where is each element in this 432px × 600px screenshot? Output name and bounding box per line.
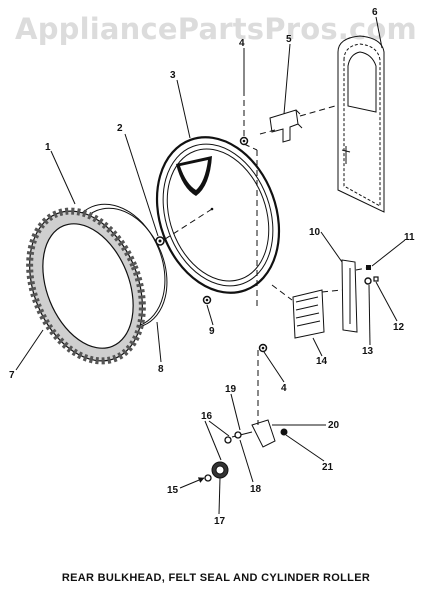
roller-assembly (204, 419, 288, 482)
callout-4-lower: 4 (281, 383, 287, 394)
bracket (269, 109, 303, 143)
callout-13: 13 (362, 346, 374, 357)
callout-11: 11 (404, 232, 415, 243)
callout-4-top: 4 (239, 38, 245, 49)
callout-16: 16 (201, 411, 213, 422)
diagram-caption: REAR BULKHEAD, FELT SEAL AND CYLINDER RO… (61, 572, 371, 584)
callout-labels: 1 2 3 4 5 6 7 8 9 4 10 11 12 13 14 15 16… (9, 7, 415, 527)
screws (155, 136, 268, 353)
callout-8: 8 (158, 364, 164, 375)
callout-18: 18 (250, 484, 262, 495)
callout-14: 14 (316, 356, 328, 367)
callout-17: 17 (214, 516, 226, 527)
watermark: AppliancePartsPros.com (15, 12, 417, 46)
callout-9: 9 (209, 326, 215, 337)
callout-20: 20 (328, 420, 340, 431)
callout-3: 3 (170, 70, 176, 81)
roller-bracket (341, 259, 358, 333)
assembly-lines (161, 100, 367, 425)
roller-mount (292, 289, 325, 339)
callout-15: 15 (167, 485, 179, 496)
callout-1: 1 (45, 142, 51, 153)
rear-bulkhead (155, 136, 281, 294)
callout-5: 5 (286, 34, 292, 45)
callout-10: 10 (309, 227, 321, 238)
callout-12: 12 (393, 322, 405, 333)
callout-2: 2 (117, 123, 123, 134)
callout-6: 6 (372, 7, 378, 18)
small-hardware (364, 265, 379, 285)
callout-21: 21 (322, 462, 334, 473)
cylinder-ring (26, 207, 146, 365)
bulkhead-side-panel (337, 35, 385, 213)
callout-7: 7 (9, 370, 15, 381)
leader-lines (15, 16, 406, 515)
callout-19: 19 (225, 384, 237, 395)
